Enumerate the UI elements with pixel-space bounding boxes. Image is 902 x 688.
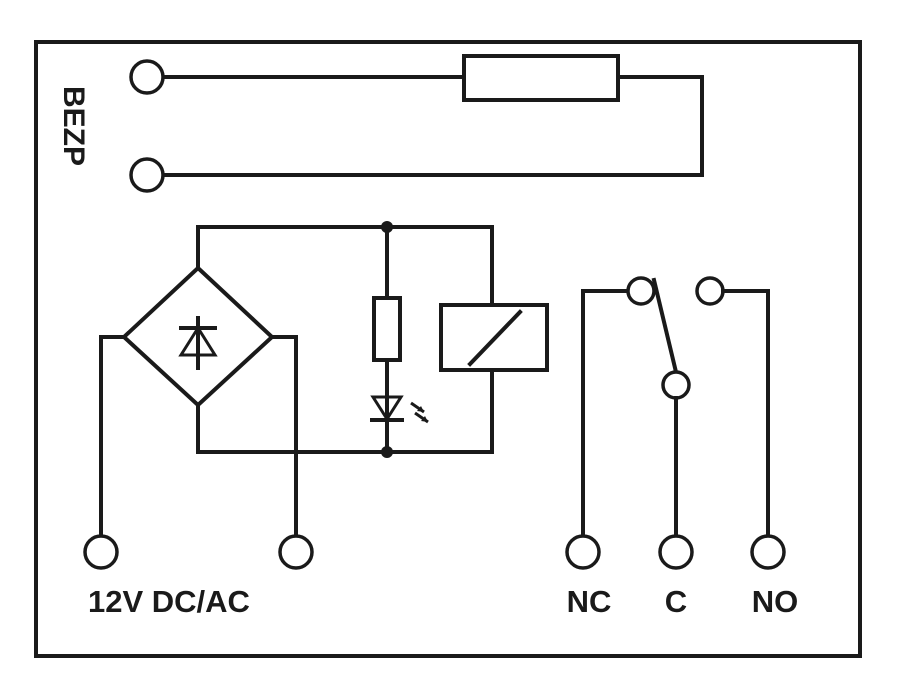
nc-contact [626,276,656,306]
fuse [462,54,620,102]
nc-label: NC [567,584,612,619]
relay-contacts [581,276,770,539]
resistor [372,296,402,362]
common-contact [661,370,691,400]
nc-terminal [565,534,601,570]
no-contact [695,276,725,306]
bottom-terminals [83,534,786,570]
indicator-branch [370,221,429,458]
switch-blade [651,277,679,375]
enclosure-border [34,40,862,658]
led-light-icon [410,401,429,424]
no-terminal [750,534,786,570]
c-label: C [665,584,687,619]
led [370,395,404,422]
supply-terminal-1 [83,534,119,570]
supply-label: 12V DC/AC [88,584,250,619]
relay-coil [439,225,549,454]
bezp-terminal-top [129,59,165,95]
bezp-label: BEZP [57,86,90,166]
no-label: NO [752,584,799,619]
supply-terminal-2 [278,534,314,570]
fuse-circuit: BEZP [57,54,704,193]
c-terminal [658,534,694,570]
bezp-terminal-bottom [129,157,165,193]
rectifier-bridge [99,225,494,539]
